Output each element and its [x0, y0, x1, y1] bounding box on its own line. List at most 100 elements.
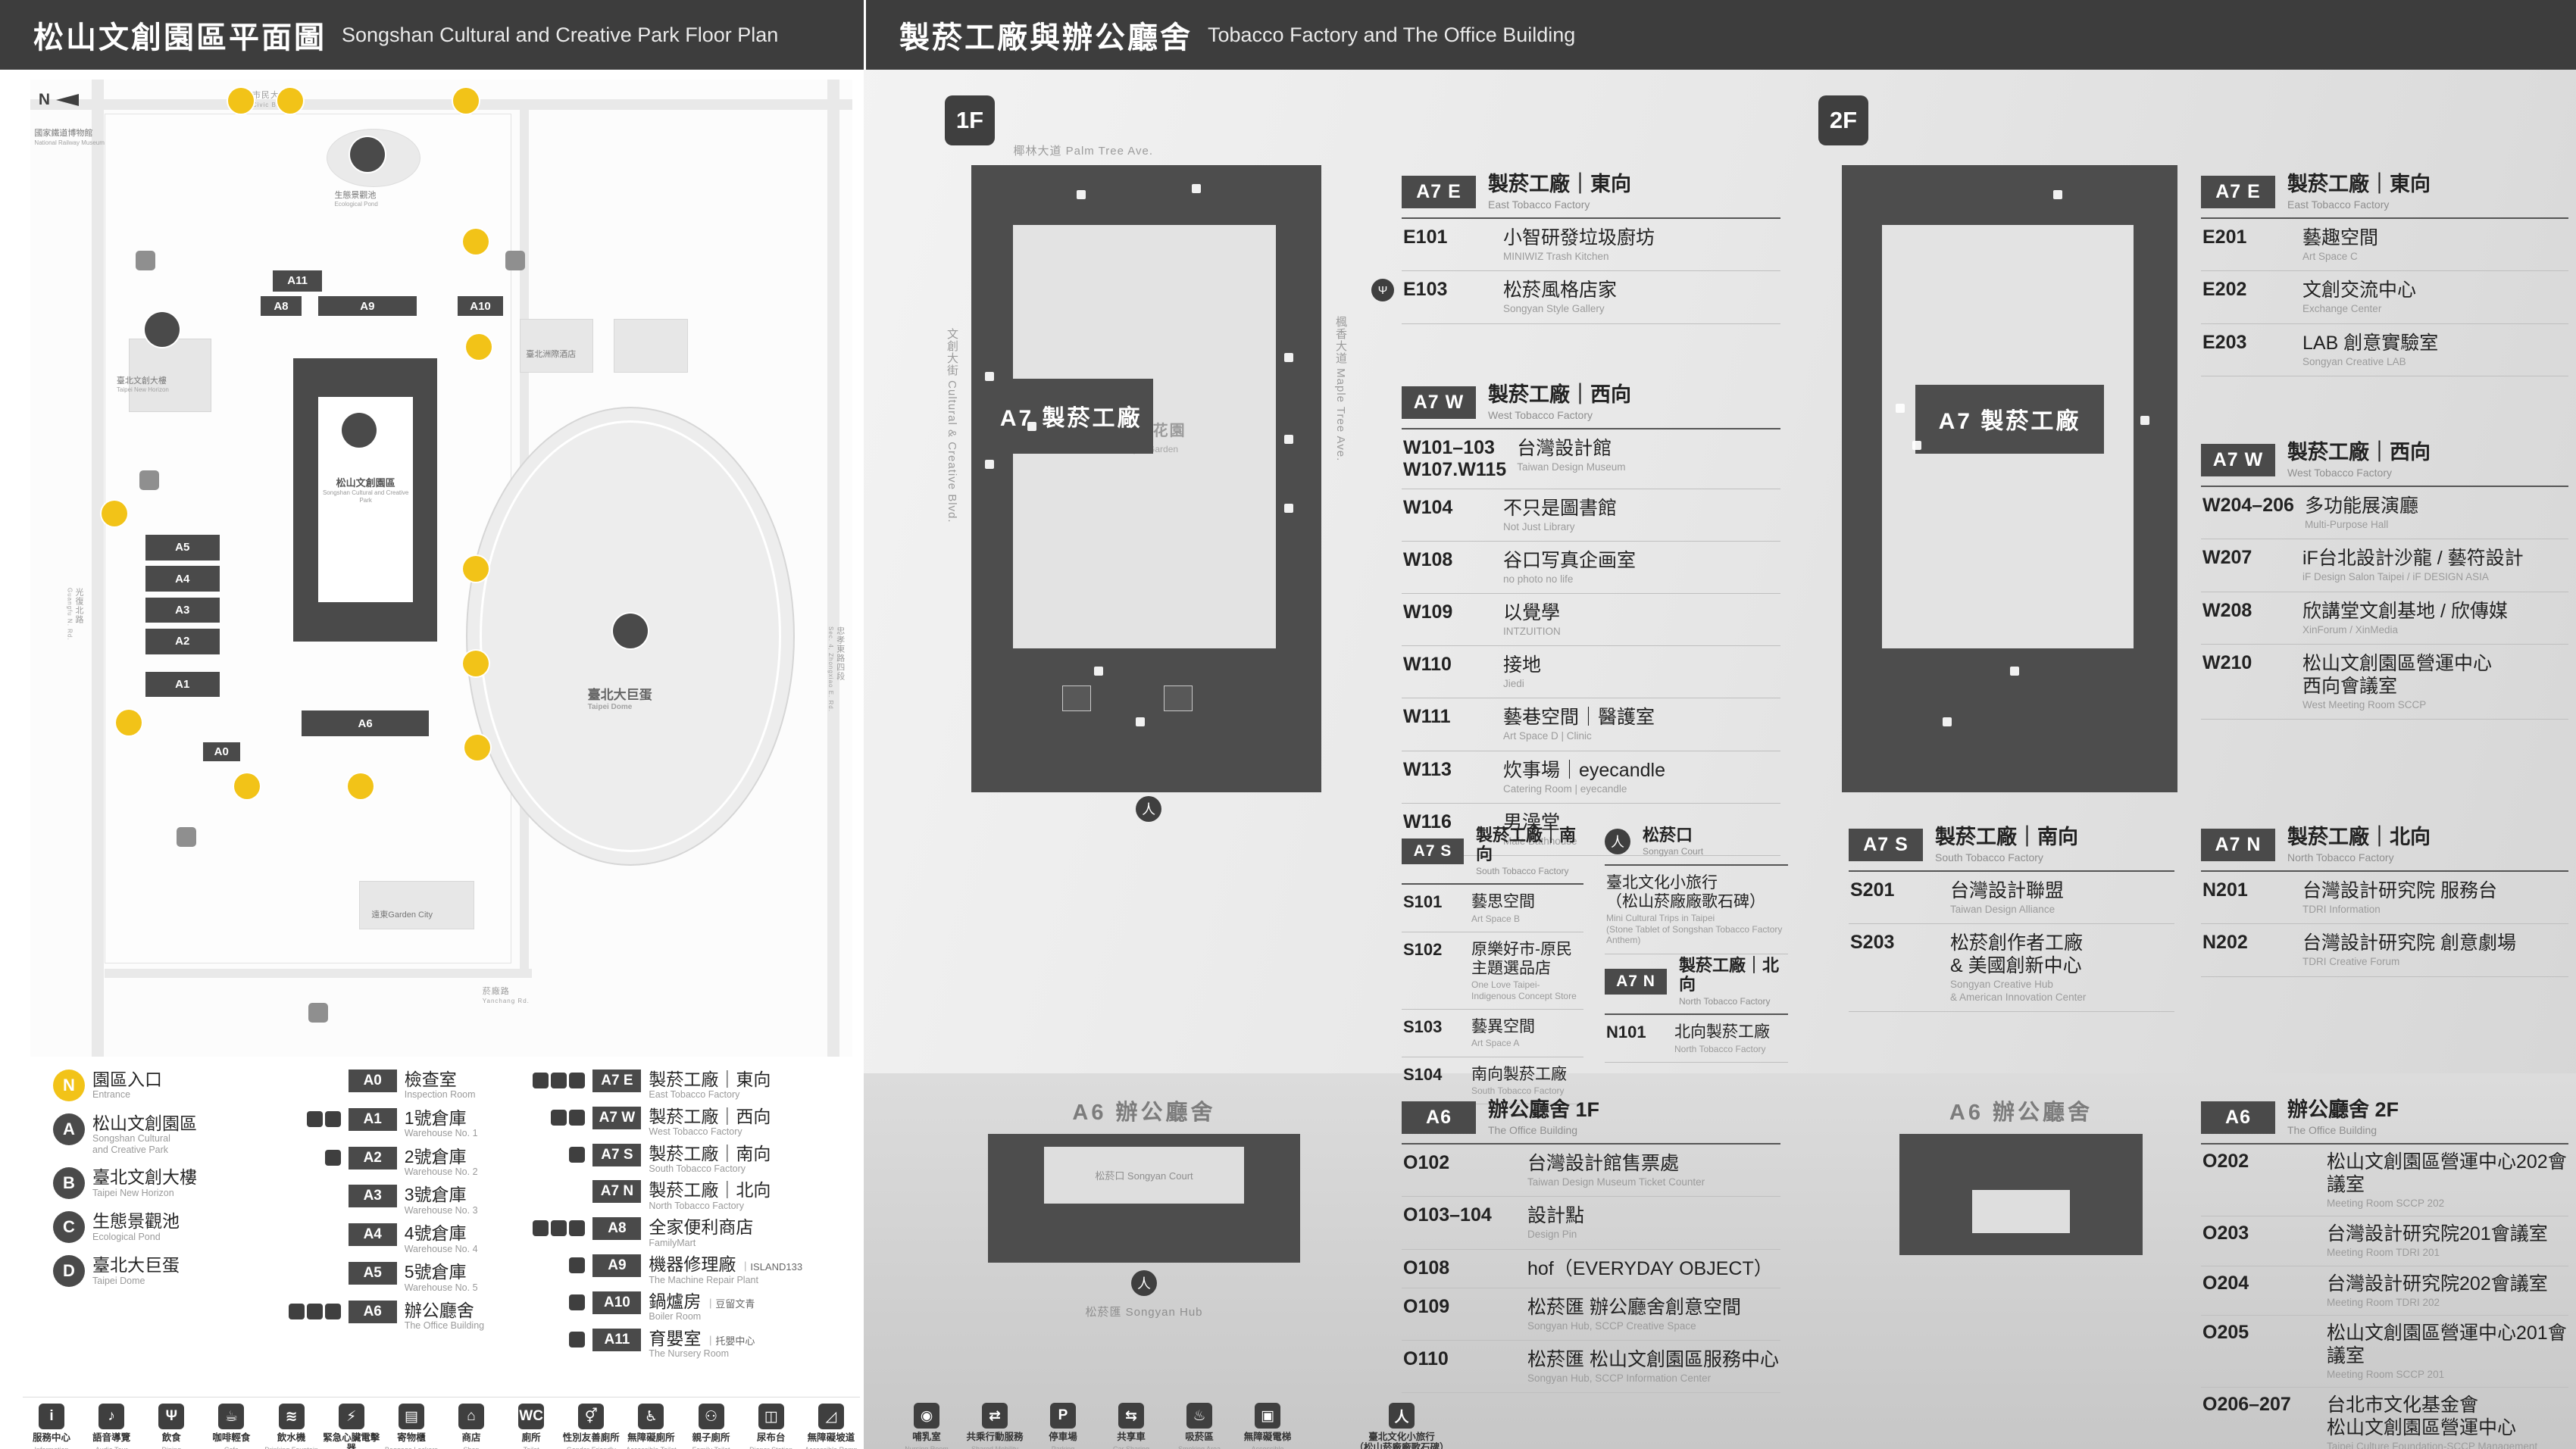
facility-mini-icon [324, 1110, 341, 1127]
legend-building-item: A1 1號倉庫 Warehouse No. 1 [286, 1107, 525, 1139]
facility-icon: Ψ [158, 1404, 185, 1429]
entrance-number-marker [234, 773, 261, 799]
facility-item: Ψ 飲食 Dining [142, 1404, 200, 1449]
legend-symbol: A [53, 1113, 85, 1145]
road-yanchang-rd [104, 968, 532, 978]
facility-item: ◿ 無障礙坡道 Accessible Ramp [802, 1404, 860, 1449]
facility-icon: ☕ [218, 1404, 245, 1429]
parking-icon [505, 250, 526, 270]
facility-mini-icon [569, 1073, 586, 1088]
inner-court [1972, 1189, 2070, 1234]
a6-plan-2f: A6 辦公廳舍 [1894, 1095, 2148, 1255]
facility-mini-icon [288, 1303, 305, 1319]
legend-building-item: A11 育嬰室 ｜托嬰中心 The Nursery Room [530, 1328, 856, 1360]
map-label: 菸廠路 Yanchang Rd. [482, 986, 530, 1004]
building-name-label: A7 製菸工廠 [1915, 384, 2104, 454]
building-code-badge: A2 [348, 1146, 397, 1170]
road-guangfu-n-rd [92, 80, 105, 1057]
dining-icon: Ψ [1371, 279, 1394, 302]
facility-mini-icon [324, 1303, 341, 1319]
map-legend: N 園區入口 Entrance A 松山文創園區 Songshan Cultur… [53, 1070, 856, 1360]
legend-place-item: A 松山文創園區 Songshan Cultural and Creative … [53, 1113, 280, 1155]
street-cultural-blvd: 文創大街 Cultural & Creative Blvd. [946, 328, 958, 523]
map-label: 生態景觀池 Ecological Pond [334, 190, 378, 208]
facility-strip-left: i 服務中心 Information ♪ 語音導覽 Audio Tour Ψ 飲… [23, 1397, 860, 1449]
legend-item-icons [530, 1217, 586, 1237]
legend-item-icons [530, 1144, 586, 1163]
facility-icon: ⚥ [578, 1404, 605, 1429]
facility-icon: ◿ [818, 1404, 844, 1429]
legend-buildings-b: A7 E 製菸工廠｜東向 East Tobacco Factory A7 W [530, 1070, 856, 1360]
facility-item: ⇆ 共享車 Car Sharing [1102, 1403, 1160, 1449]
facility-dot-icon [1895, 403, 1905, 413]
street-palm-tree-ave: 椰林大道 Palm Tree Ave. [1013, 145, 1154, 158]
facility-dot-icon [1942, 717, 1952, 726]
facility-icon: 人 [1389, 1403, 1415, 1429]
a6-plan-1f: A6 辦公廳舍 松菸口 Songyan Court 人 松菸匯 Songyan … [981, 1095, 1307, 1319]
legend-item-icons [530, 1254, 586, 1274]
section-badge: A7 N [2201, 828, 2275, 861]
legend-symbol: N [53, 1070, 85, 1101]
songyan-hub-label: 松菸匯 Songyan Hub [1085, 1306, 1203, 1319]
facility-mini-icon [533, 1220, 549, 1237]
legend-building-item: A7 S 製菸工廠｜南向 South Tobacco Factory [530, 1143, 856, 1175]
section-badge: A7 N [1605, 968, 1667, 995]
facility-icon: ▣ [1255, 1403, 1280, 1429]
map-building: A1 [145, 671, 220, 698]
facility-dot-icon [1076, 190, 1086, 200]
legend-building-item: A9 機器修理廠 ｜ISLAND133 The Machine Repair P… [530, 1254, 856, 1285]
garden-city-block [359, 880, 474, 930]
room-list-item: O108 hof（EVERYDAY OBJECT） [1402, 1250, 1780, 1288]
entrance-number-marker [463, 556, 489, 582]
facility-item: ▣ 無障礙電梯 Accessible Elevator [1239, 1403, 1296, 1449]
legend-building-item: A4 4號倉庫 Warehouse No. 4 [286, 1223, 525, 1254]
wall-north [971, 165, 1321, 225]
parking-icon [308, 1002, 328, 1023]
dome-annex-block [614, 319, 688, 373]
legend-place-item: D 臺北大巨蛋 Taipei Dome [53, 1255, 280, 1288]
taipei-new-horizon-shape [129, 338, 211, 412]
walking-person-icon: 人 [1605, 829, 1630, 855]
legend-item-icons [530, 1291, 586, 1310]
facility-item: ⚇ 親子廁所 Family Toilet [683, 1404, 740, 1449]
floorplan-1f: 椰林大道 Palm Tree Ave. 文創大街 Cultural & Crea… [946, 145, 1347, 822]
facility-mini-icon [569, 1331, 586, 1348]
facility-item: 人 臺北文化小旅行 （松山菸廠廠歌石碑） Mini Cultural Trips… [1307, 1403, 1496, 1449]
legend-building-item: A7 N 製菸工廠｜北向 North Tobacco Factory [530, 1180, 856, 1211]
building-code-badge: A3 [348, 1185, 397, 1208]
entrance-number-marker [348, 773, 374, 799]
building-code-badge: A7 W [592, 1106, 642, 1129]
legend-building-item: A10 鍋爐房 ｜豆留文青 Boiler Room [530, 1291, 856, 1323]
facility-strip-right: ◉ 哺乳室 Nursing Room ⇄ 共乘行動服務 Shared Mobil… [898, 1397, 1496, 1449]
facility-icon: P [1050, 1403, 1076, 1429]
park-name-label: 松山文創園區 Songshan Cultural and Creative Pa… [322, 477, 409, 504]
map-building: A4 [145, 566, 220, 592]
entrance-number-marker [464, 735, 491, 761]
facility-dot-icon [2053, 190, 2063, 200]
right-title-en: Tobacco Factory and The Office Building [1208, 23, 1576, 46]
street-maple-tree-ave: 楓香大道 Maple Tree Ave. [1334, 315, 1347, 462]
facility-mini-icon [306, 1303, 323, 1319]
legend-symbol: D [53, 1255, 85, 1288]
facility-icon: ⚇ [698, 1404, 724, 1429]
